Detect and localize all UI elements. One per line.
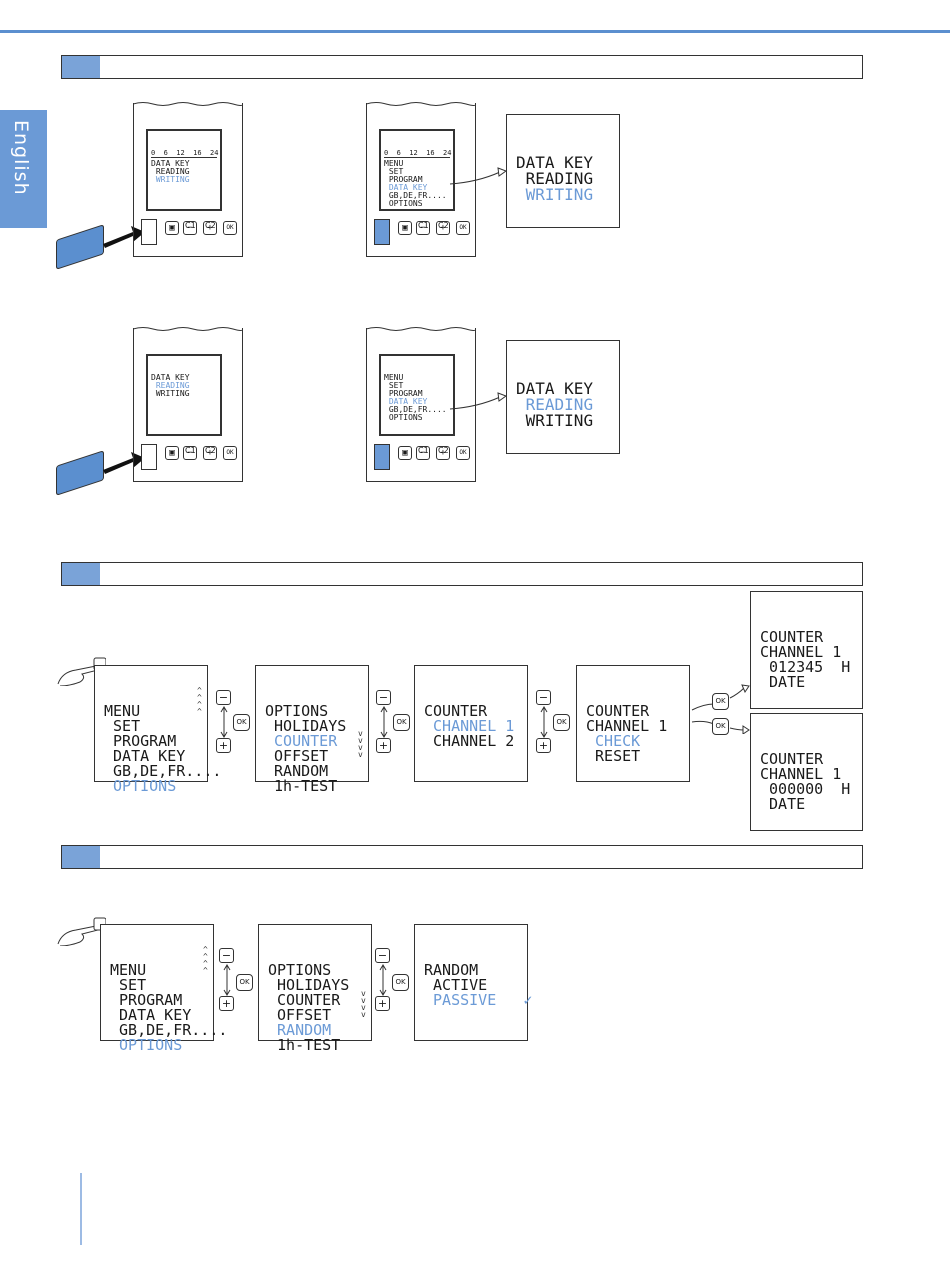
insert-arrow-icon [103,226,145,248]
menu-button[interactable]: ▣ [398,446,412,460]
minus-button[interactable]: − [183,446,197,460]
ok-button[interactable]: OK [392,974,409,991]
c2-label: C2 [438,221,449,230]
minus-button[interactable]: − [219,948,234,963]
ok-button[interactable]: OK [236,974,253,991]
minus-button[interactable]: − [416,221,430,235]
data-key-port [141,219,157,245]
zoom-arrow-icon [449,392,508,410]
insert-arrow-icon [103,452,145,474]
plus-button[interactable]: + [436,221,450,235]
data-key-icon [56,450,104,496]
data-key-inserted [374,219,390,245]
c1-label: C1 [185,221,196,230]
device-lcd: MENU SET PROGRAM DATA KEY GB,DE,FR.... O… [379,354,455,436]
top-rule [0,30,950,33]
screen-options-random: OPTIONS HOLIDAYS COUNTER OFFSET RANDOM 1… [258,924,372,1053]
updown-arrow-icon [379,964,387,996]
screen-menu: MENU SET PROGRAM DATA KEY GB,DE,FR.... O… [94,665,221,794]
zoom-arrow-icon [449,167,508,185]
hand-pointer-icon [57,917,106,946]
ok-button[interactable]: OK [456,221,470,235]
menu-button[interactable]: ▣ [398,221,412,235]
plus-button[interactable]: + [216,738,231,753]
ok-button[interactable]: OK [233,714,250,731]
ok-button[interactable]: OK [223,221,237,235]
section-number-box [62,56,100,78]
c2-label: C2 [205,221,216,230]
c2-label: C2 [438,446,449,455]
screen-random: RANDOM ACTIVE PASSIVE ✓ [414,924,532,1041]
plus-button[interactable]: + [376,738,391,753]
section-bar-1 [61,55,863,79]
plus-button[interactable]: + [436,446,450,460]
ok-button[interactable]: OK [393,714,410,731]
plus-button[interactable]: + [375,996,390,1011]
c1-label: C1 [185,446,196,455]
section-number-box [62,846,100,868]
minus-button[interactable]: − [375,948,390,963]
section-bar-3 [61,845,863,869]
updown-arrow-icon [380,706,388,738]
ok-button-reset[interactable]: OK [712,718,729,735]
zoom-screen-writing: DATA KEY READING WRITING [506,114,620,228]
plus-button[interactable]: + [219,996,234,1011]
screen-menu-random: MENU SET PROGRAM DATA KEY GB,DE,FR.... O… [100,924,227,1053]
menu-button[interactable]: ▣ [165,446,179,460]
minus-button[interactable]: − [376,690,391,705]
minus-button[interactable]: − [416,446,430,460]
c1-label: C1 [418,221,429,230]
ok-button[interactable]: OK [456,446,470,460]
c1-label: C1 [418,446,429,455]
data-key-icon [56,224,104,270]
ok-button[interactable]: OK [553,714,570,731]
zoom-screen-reading: DATA KEY READING WRITING [506,340,620,454]
plus-button[interactable]: + [203,221,217,235]
minus-button[interactable]: − [183,221,197,235]
section-number-box [62,563,100,585]
language-tab: English [0,110,47,228]
menu-button[interactable]: ▣ [165,221,179,235]
device-idle-reading: DATA KEY READING WRITING C1 C2 ▣ − + OK [133,327,243,482]
section-bar-2 [61,562,863,586]
screen-counter: COUNTER CHANNEL 1 CHANNEL 2 [414,665,528,782]
minus-button[interactable]: − [536,690,551,705]
device-inserted-reading: MENU SET PROGRAM DATA KEY GB,DE,FR.... O… [366,327,476,482]
language-tab-label: English [10,120,32,196]
minus-button[interactable]: − [216,690,231,705]
c2-label: C2 [205,446,216,455]
plus-button[interactable]: + [536,738,551,753]
ok-button-check[interactable]: OK [712,693,729,710]
data-key-inserted [374,444,390,470]
plus-button[interactable]: + [203,446,217,460]
scroll-up-icon: ^^^^ [203,945,208,975]
screen-options: OPTIONS HOLIDAYS COUNTER OFFSET RANDOM 1… [255,665,369,794]
updown-arrow-icon [220,706,228,738]
ok-button[interactable]: OK [223,446,237,460]
device-lcd: DATA KEY READING WRITING [146,354,222,436]
updown-arrow-icon [540,706,548,738]
footer-rule [80,1173,82,1245]
updown-arrow-icon [223,964,231,996]
scroll-up-icon: ^^^^ [197,686,202,716]
data-key-port [141,444,157,470]
